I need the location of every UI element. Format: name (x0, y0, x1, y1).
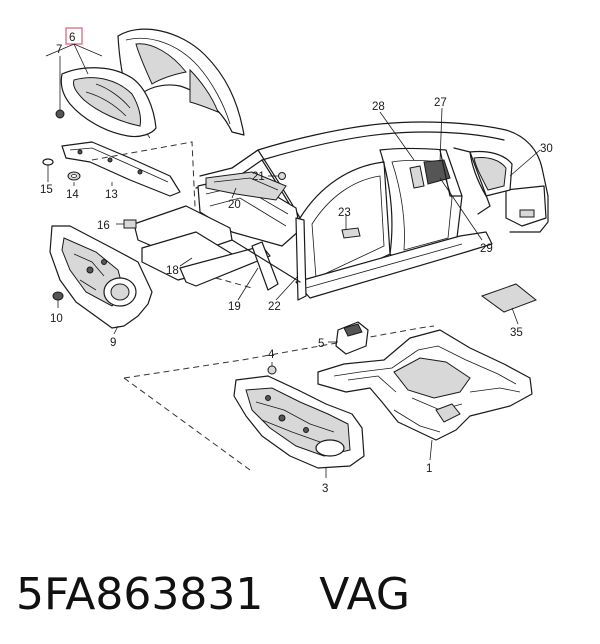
hood-panel (117, 28, 245, 139)
screw-15 (42, 158, 54, 178)
callout-4: 4 (268, 349, 275, 361)
bulkhead-insulation-3 (233, 375, 365, 469)
callout-6: 6 (69, 32, 75, 44)
callout-6-bracket (45, 27, 103, 75)
callout-27: 27 (434, 97, 447, 109)
nut-14 (67, 171, 81, 181)
nut-10 (52, 291, 64, 301)
clip-4 (267, 362, 277, 375)
dashed-boundary-bottom (123, 377, 251, 471)
leader-lines (47, 56, 541, 478)
callout-20: 20 (228, 199, 241, 211)
brand-text: VAG (319, 569, 410, 620)
floor-carpet-1 (317, 329, 533, 441)
callout-30: 30 (540, 143, 553, 155)
callout-9: 9 (110, 337, 116, 349)
callout-18: 18 (166, 265, 179, 277)
part-5-box (335, 321, 369, 355)
cowl-seal-strip (61, 141, 181, 197)
dashed-boundary-left (157, 261, 253, 289)
callout-21: 21 (252, 171, 265, 183)
clip-7 (55, 64, 65, 119)
caption-gap (263, 569, 319, 620)
callout-5: 5 (318, 338, 324, 350)
part-number-caption: 5FA863831 VAG (16, 560, 586, 630)
callout-7: 7 (56, 44, 62, 56)
part-number-text: 5FA863831 (16, 569, 264, 620)
callout-22: 22 (268, 301, 281, 313)
car-body-shell (123, 121, 549, 301)
bulkhead-insulation-9 (49, 225, 153, 329)
mat-35 (480, 283, 537, 313)
dashed-boundary-upper (91, 141, 197, 229)
callout-1: 1 (426, 463, 432, 475)
callout-15: 15 (40, 184, 53, 196)
hood-insulation-pad (60, 67, 157, 138)
callout-14: 14 (66, 189, 79, 201)
callout-10: 10 (50, 313, 63, 325)
callout-16: 16 (97, 220, 110, 232)
callout-35: 35 (510, 327, 523, 339)
callout-28: 28 (372, 101, 385, 113)
callout-23: 23 (338, 207, 351, 219)
callout-13: 13 (105, 189, 118, 201)
callout-3: 3 (322, 483, 328, 495)
callout-29: 29 (480, 243, 493, 255)
callout-19: 19 (228, 301, 241, 313)
parts-exploded-diagram: 6 7 15 14 13 21 20 16 28 27 30 29 23 18 … (40, 27, 553, 495)
